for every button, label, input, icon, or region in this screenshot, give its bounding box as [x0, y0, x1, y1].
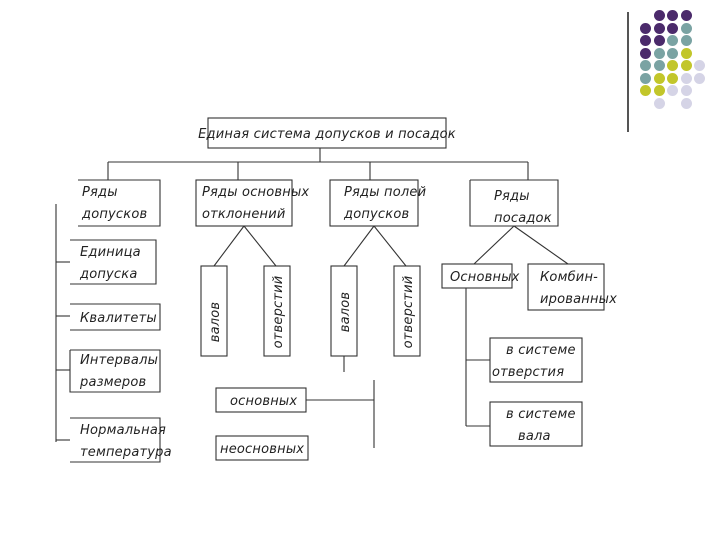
size-interval-line1: Интервалы: [80, 353, 158, 368]
field-holes-label: отверстий: [401, 276, 416, 349]
decor-dot: [680, 35, 692, 46]
main-fits-box: [441, 263, 513, 289]
main-fields-box: [215, 387, 307, 413]
decor-dot: [680, 60, 692, 71]
size-interval-box: [69, 349, 161, 393]
tolerance-unit-box: [70, 239, 157, 285]
decor-dot: [680, 72, 692, 84]
dev-shafts-label: валов: [208, 302, 223, 343]
decor-dot: [640, 60, 651, 71]
decor-dot: [667, 22, 678, 34]
decor-dot: [640, 35, 651, 46]
decor-dot: [680, 85, 692, 96]
decorative-vertical-rule: [627, 12, 629, 132]
root-box: [207, 117, 447, 149]
size-interval-line2: размеров: [79, 375, 146, 390]
decor-dot: [653, 10, 665, 21]
shaft-system-line2: вала: [518, 429, 551, 444]
decor-dot: [680, 10, 692, 21]
decor-dot: [667, 60, 678, 71]
normal-temp-box: [70, 417, 161, 463]
decor-dot: [667, 10, 678, 21]
decor-dot: [653, 97, 665, 109]
decor-dot: [653, 60, 665, 71]
main-deviation-line2: отклонений: [202, 207, 286, 222]
decor-dot: [667, 72, 678, 84]
decor-dot: [653, 72, 665, 84]
decor-dot: [667, 47, 678, 59]
combined-fits-box: [527, 263, 605, 311]
decor-dot: [667, 35, 678, 46]
combined-fits-line2: ированных: [540, 292, 617, 307]
tolerance-field-line1: Ряды полей: [344, 185, 426, 200]
decor-dot: [640, 47, 651, 59]
non-main-fields-box: [215, 435, 309, 461]
dev-shafts-box: [200, 265, 228, 357]
main-fits-label: Основных: [450, 270, 520, 285]
fit-series-box: [469, 179, 559, 227]
decor-dot: [694, 60, 705, 71]
decor-dot: [680, 47, 692, 59]
decor-dot: [640, 72, 651, 84]
field-shafts-label: валов: [338, 292, 353, 333]
decor-dot: [653, 35, 665, 46]
tolerance-series-line1: Ряды: [82, 185, 118, 200]
tolerance-series-box: [78, 179, 161, 227]
tolerance-field-line2: допусков: [343, 207, 409, 222]
decor-dot: [653, 47, 665, 59]
shaft-system-box: [489, 401, 583, 447]
decor-dot: [667, 85, 678, 96]
field-holes-box: [393, 265, 421, 357]
decor-dot: [680, 97, 692, 109]
tolerance-series-line2: допусков: [81, 207, 147, 222]
tolerance-unit-line1: Единица: [80, 245, 141, 260]
fit-series-line2: посадок: [494, 211, 552, 226]
shaft-system-line1: в системе: [506, 407, 576, 422]
hole-system-line1: в системе: [506, 343, 576, 358]
decor-dot: [640, 85, 651, 96]
normal-temp-line1: Нормальная: [80, 423, 166, 438]
dev-holes-label: отверстий: [271, 276, 286, 349]
root-label: Единая система допусков и посадок: [198, 127, 456, 142]
tolerance-unit-line2: допуска: [79, 267, 138, 282]
fit-series-line1: Ряды: [494, 189, 530, 204]
decorative-dot-grid: [640, 10, 720, 120]
main-fields-label: основных: [230, 394, 297, 409]
hole-system-line2: отверстия: [492, 365, 564, 380]
decor-dot: [640, 22, 651, 34]
decor-dot: [653, 22, 665, 34]
hole-system-box: [489, 337, 583, 383]
normal-temp-line2: температура: [80, 445, 172, 460]
qualitet-box: [70, 303, 161, 331]
combined-fits-line1: Комбин-: [540, 270, 598, 285]
non-main-fields-label: неосновных: [220, 442, 304, 457]
decor-dot: [653, 85, 665, 96]
main-deviation-line1: Ряды основных: [202, 185, 309, 200]
decor-dot: [694, 72, 705, 84]
dev-holes-box: [263, 265, 291, 357]
qualitet-line1: Квалитеты: [80, 311, 157, 326]
decor-dot: [680, 22, 692, 34]
